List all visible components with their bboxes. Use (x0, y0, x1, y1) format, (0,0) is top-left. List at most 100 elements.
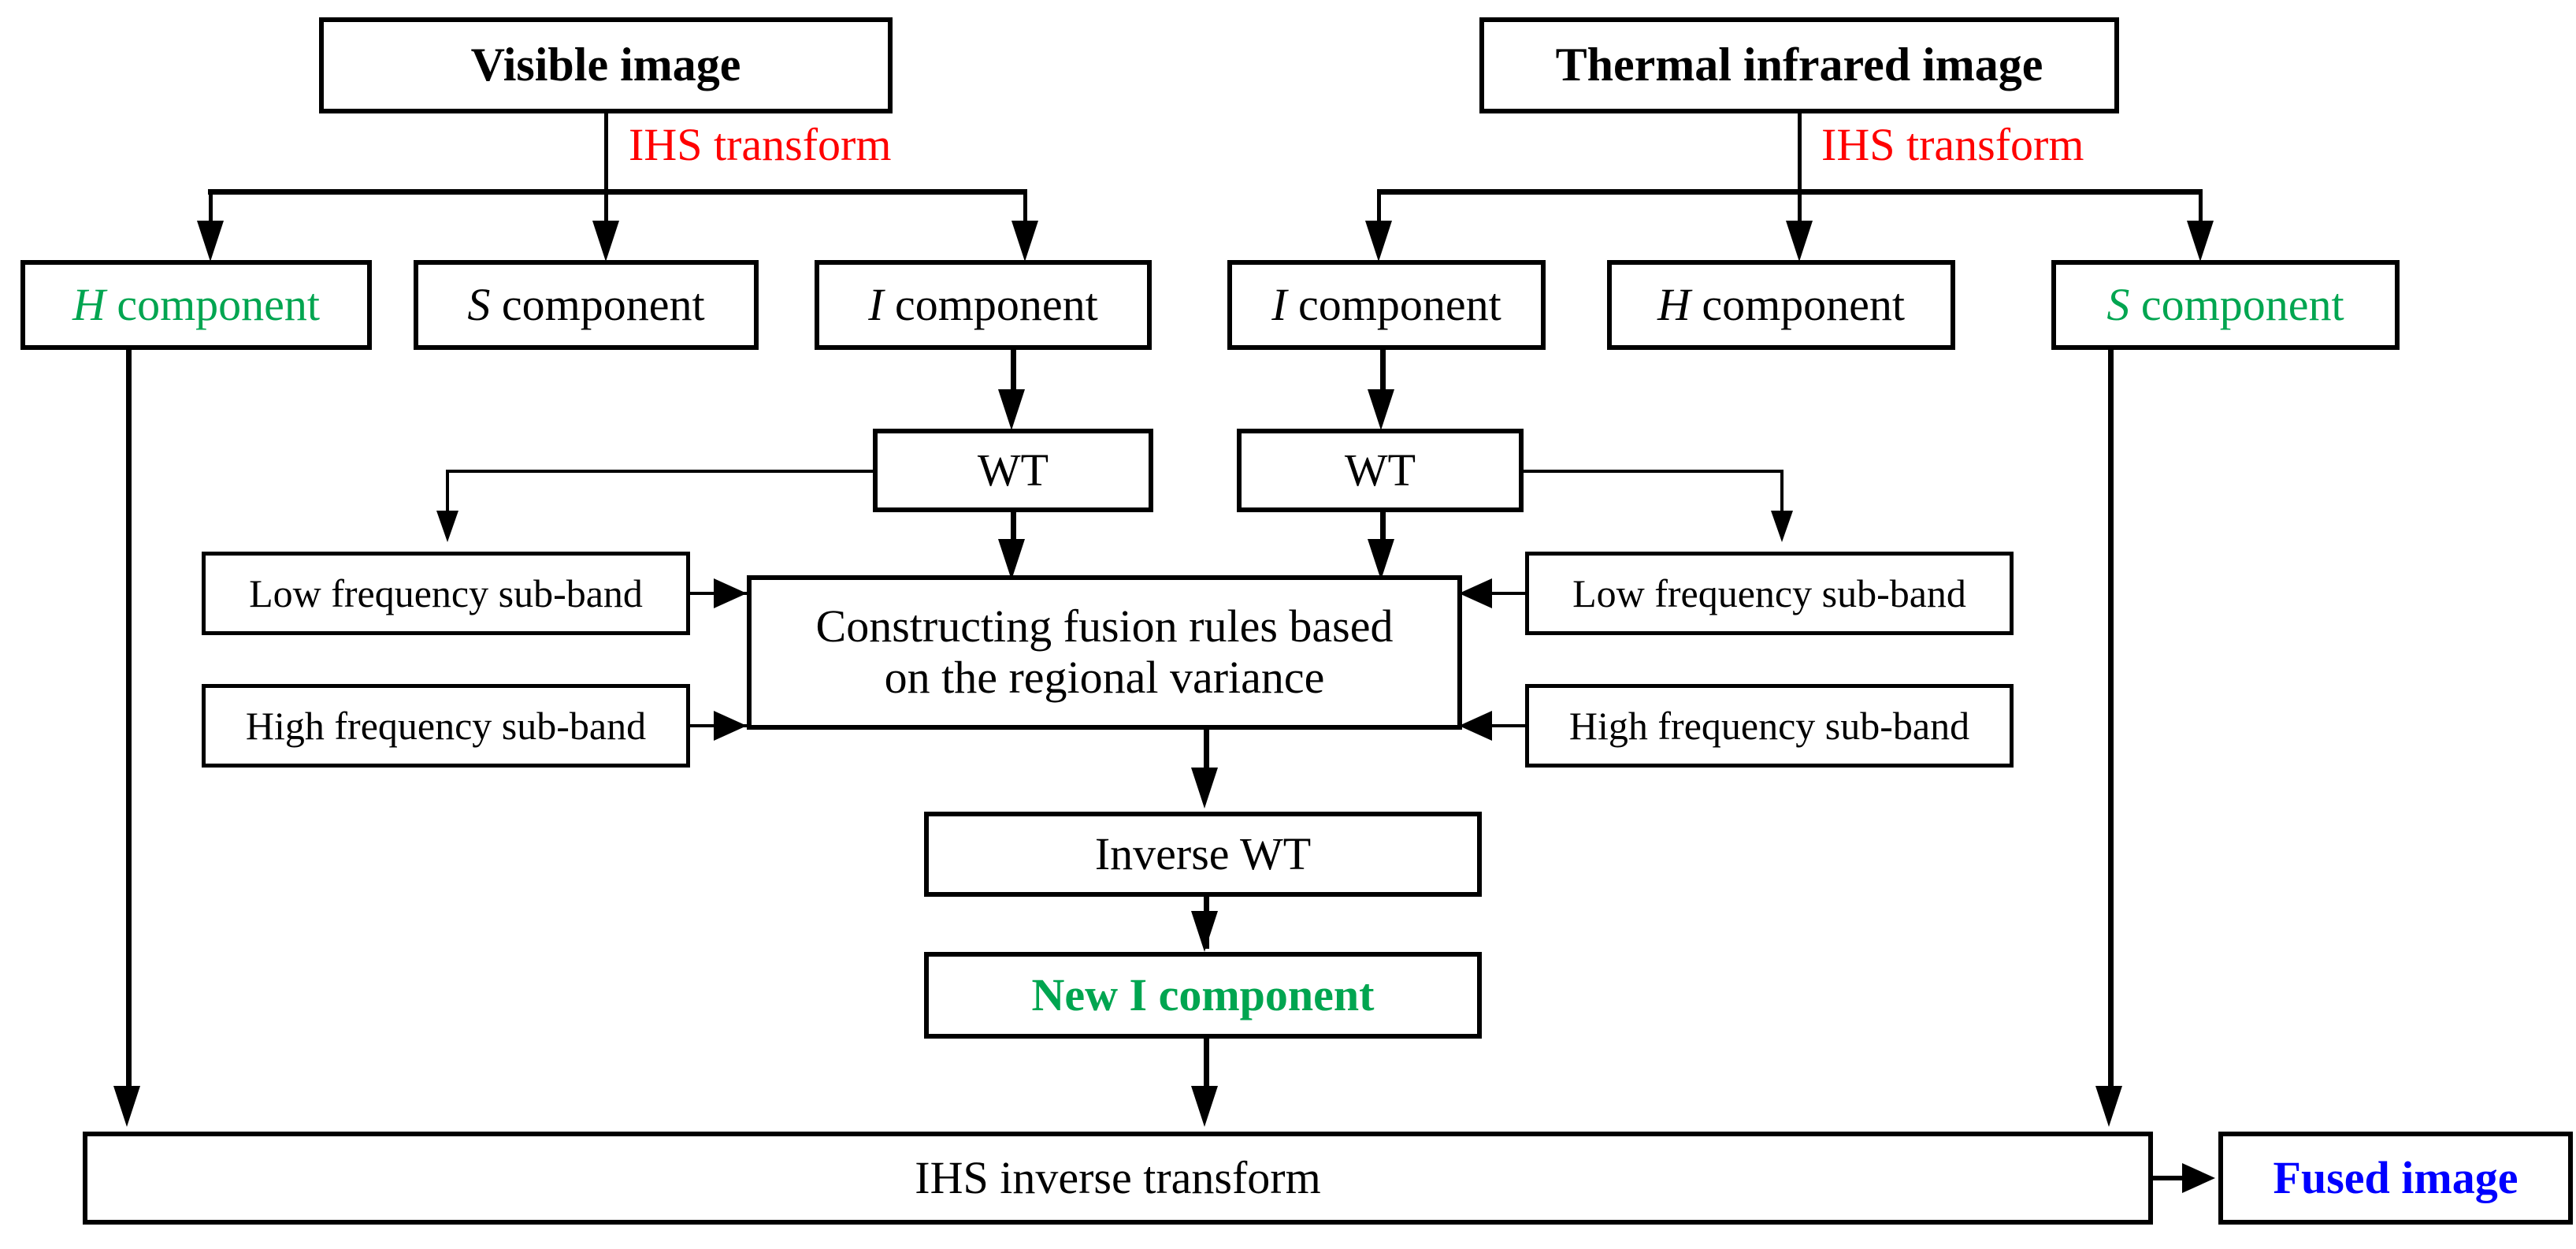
connector-visible-bus (208, 189, 1027, 195)
node-high-frequency-sub-band-left[interactable]: High frequency sub-band (202, 684, 690, 768)
arrowhead-wt-right-to-lowfreq (1771, 511, 1793, 542)
arrowhead-ir-h (1786, 221, 1813, 262)
node-fusion-rules-label: Constructing fusion rules based on the r… (815, 600, 1394, 703)
node-thermal-infrared-image[interactable]: Thermal infrared image (1479, 17, 2119, 113)
arrowhead-wt-right-to-fusion (1368, 539, 1394, 580)
node-inverse-wt[interactable]: Inverse WT (924, 812, 1482, 897)
node-thermal-i-component[interactable]: I component (1227, 260, 1546, 350)
connector-wt-left-elbow-h (446, 470, 874, 473)
component-word-s: component (490, 278, 705, 330)
arrowhead-s-rail (2095, 1086, 2122, 1127)
connector-lowfreq-right-to-fusion (1467, 592, 1527, 595)
arrowhead-ihs-inverse-to-fused (2182, 1163, 2215, 1193)
node-wt-left-label: WT (977, 444, 1049, 496)
node-visible-image[interactable]: Visible image (319, 17, 893, 113)
node-new-i-component[interactable]: New I component (924, 952, 1482, 1039)
arrowhead-vis-i-to-wt (998, 389, 1025, 430)
arrowhead-ir-i (1365, 221, 1392, 262)
connector-fusion-to-inverse-wt (1204, 730, 1209, 780)
node-fused-image-label: Fused image (2273, 1151, 2518, 1203)
arrowhead-lowfreq-left-to-fusion (714, 578, 747, 608)
arrowhead-wt-left-to-fusion (998, 539, 1025, 580)
arrowhead-ir-i-to-wt (1368, 389, 1394, 430)
connector-drop-vis-h (209, 189, 213, 230)
node-wt-left[interactable]: WT (873, 429, 1153, 512)
connector-wt-right-down (1380, 512, 1386, 548)
node-high-frequency-sub-band-right[interactable]: High frequency sub-band (1525, 684, 2014, 768)
arrowhead-fusion-to-inverse-wt (1191, 768, 1218, 809)
connector-drop-vis-i (1023, 189, 1027, 230)
connector-drop-ir-s (2199, 189, 2203, 230)
connector-thermal-stem (1798, 113, 1802, 192)
node-thermal-s-component[interactable]: S component (2051, 260, 2400, 350)
node-thermal-h-component-label: H component (1612, 278, 1951, 331)
connector-drop-ir-h (1798, 189, 1802, 230)
connector-wt-right-elbow-v (1780, 470, 1784, 519)
node-visible-h-component[interactable]: H component (20, 260, 372, 350)
node-visible-s-component[interactable]: S component (414, 260, 759, 350)
node-low-frequency-sub-band-left-label: Low frequency sub-band (249, 571, 643, 615)
node-fusion-rules[interactable]: Constructing fusion rules based on the r… (747, 575, 1462, 730)
arrowhead-vis-i (1011, 221, 1038, 262)
node-wt-right[interactable]: WT (1237, 429, 1524, 512)
connector-ihs-inverse-to-fused (2153, 1176, 2199, 1180)
node-thermal-i-component-label: I component (1232, 278, 1541, 331)
annotation-ihs-transform-left: IHS transform (629, 119, 892, 170)
component-word-h: component (1690, 278, 1906, 330)
arrowhead-vis-s (592, 221, 619, 262)
arrowhead-highfreq-left-to-fusion (714, 711, 747, 741)
connector-drop-ir-i (1377, 189, 1381, 230)
node-wt-right-label: WT (1344, 444, 1416, 496)
component-letter-s: S (467, 278, 491, 330)
new-i-suffix: component (1147, 968, 1375, 1020)
connector-ir-i-to-wt (1380, 350, 1386, 400)
node-low-frequency-sub-band-right[interactable]: Low frequency sub-band (1525, 552, 2014, 635)
node-ihs-inverse-transform[interactable]: IHS inverse transform (83, 1132, 2153, 1225)
node-thermal-h-component[interactable]: H component (1607, 260, 1955, 350)
node-new-i-component-label: New I component (929, 968, 1477, 1021)
new-i-letter: I (1129, 968, 1148, 1020)
node-inverse-wt-label: Inverse WT (1094, 827, 1312, 879)
arrowhead-new-i-to-ihs-inverse (1191, 1086, 1218, 1127)
connector-highfreq-right-to-fusion (1467, 724, 1527, 727)
arrowhead-wt-left-to-lowfreq (436, 511, 458, 542)
node-thermal-s-component-label: S component (2056, 278, 2395, 331)
node-visible-s-component-label: S component (418, 278, 754, 331)
component-word-h: component (105, 278, 321, 330)
node-low-frequency-sub-band-right-label: Low frequency sub-band (1572, 571, 1966, 615)
connector-s-component-rail (2108, 350, 2114, 1100)
arrowhead-h-rail (113, 1086, 140, 1127)
component-letter-s: S (2106, 278, 2130, 330)
component-word-i: component (883, 278, 1098, 330)
component-word-i: component (1286, 278, 1501, 330)
component-letter-i: I (1271, 278, 1287, 330)
new-i-prefix: New (1031, 968, 1130, 1020)
node-high-frequency-sub-band-right-label: High frequency sub-band (1568, 704, 1970, 748)
arrowhead-highfreq-right-to-fusion (1459, 711, 1492, 741)
connector-drop-vis-s (604, 189, 608, 230)
component-letter-i: I (868, 278, 884, 330)
node-visible-image-label: Visible image (470, 39, 741, 91)
node-fused-image[interactable]: Fused image (2218, 1132, 2573, 1225)
node-ihs-inverse-transform-label: IHS inverse transform (915, 1151, 1321, 1203)
arrowhead-ir-s (2187, 221, 2214, 262)
component-letter-h: H (1657, 278, 1691, 330)
node-high-frequency-sub-band-left-label: High frequency sub-band (245, 704, 647, 748)
arrowhead-lowfreq-right-to-fusion (1459, 578, 1492, 608)
connector-vis-i-to-wt (1011, 350, 1016, 400)
connector-h-component-rail (126, 350, 132, 1100)
connector-new-i-to-ihs-inverse (1204, 1039, 1209, 1100)
node-low-frequency-sub-band-left[interactable]: Low frequency sub-band (202, 552, 690, 635)
connector-wt-left-down (1011, 512, 1016, 548)
node-visible-i-component-label: I component (819, 278, 1147, 331)
connector-thermal-bus (1377, 189, 2203, 195)
arrowhead-inverse-wt-to-new-i (1191, 911, 1218, 952)
component-letter-h: H (72, 278, 106, 330)
annotation-ihs-transform-right: IHS transform (1821, 119, 2084, 170)
node-visible-i-component[interactable]: I component (815, 260, 1152, 350)
node-visible-h-component-label: H component (25, 278, 367, 331)
connector-wt-left-elbow-v (446, 470, 449, 519)
connector-wt-right-elbow-h (1524, 470, 1784, 473)
arrowhead-vis-h (197, 221, 224, 262)
